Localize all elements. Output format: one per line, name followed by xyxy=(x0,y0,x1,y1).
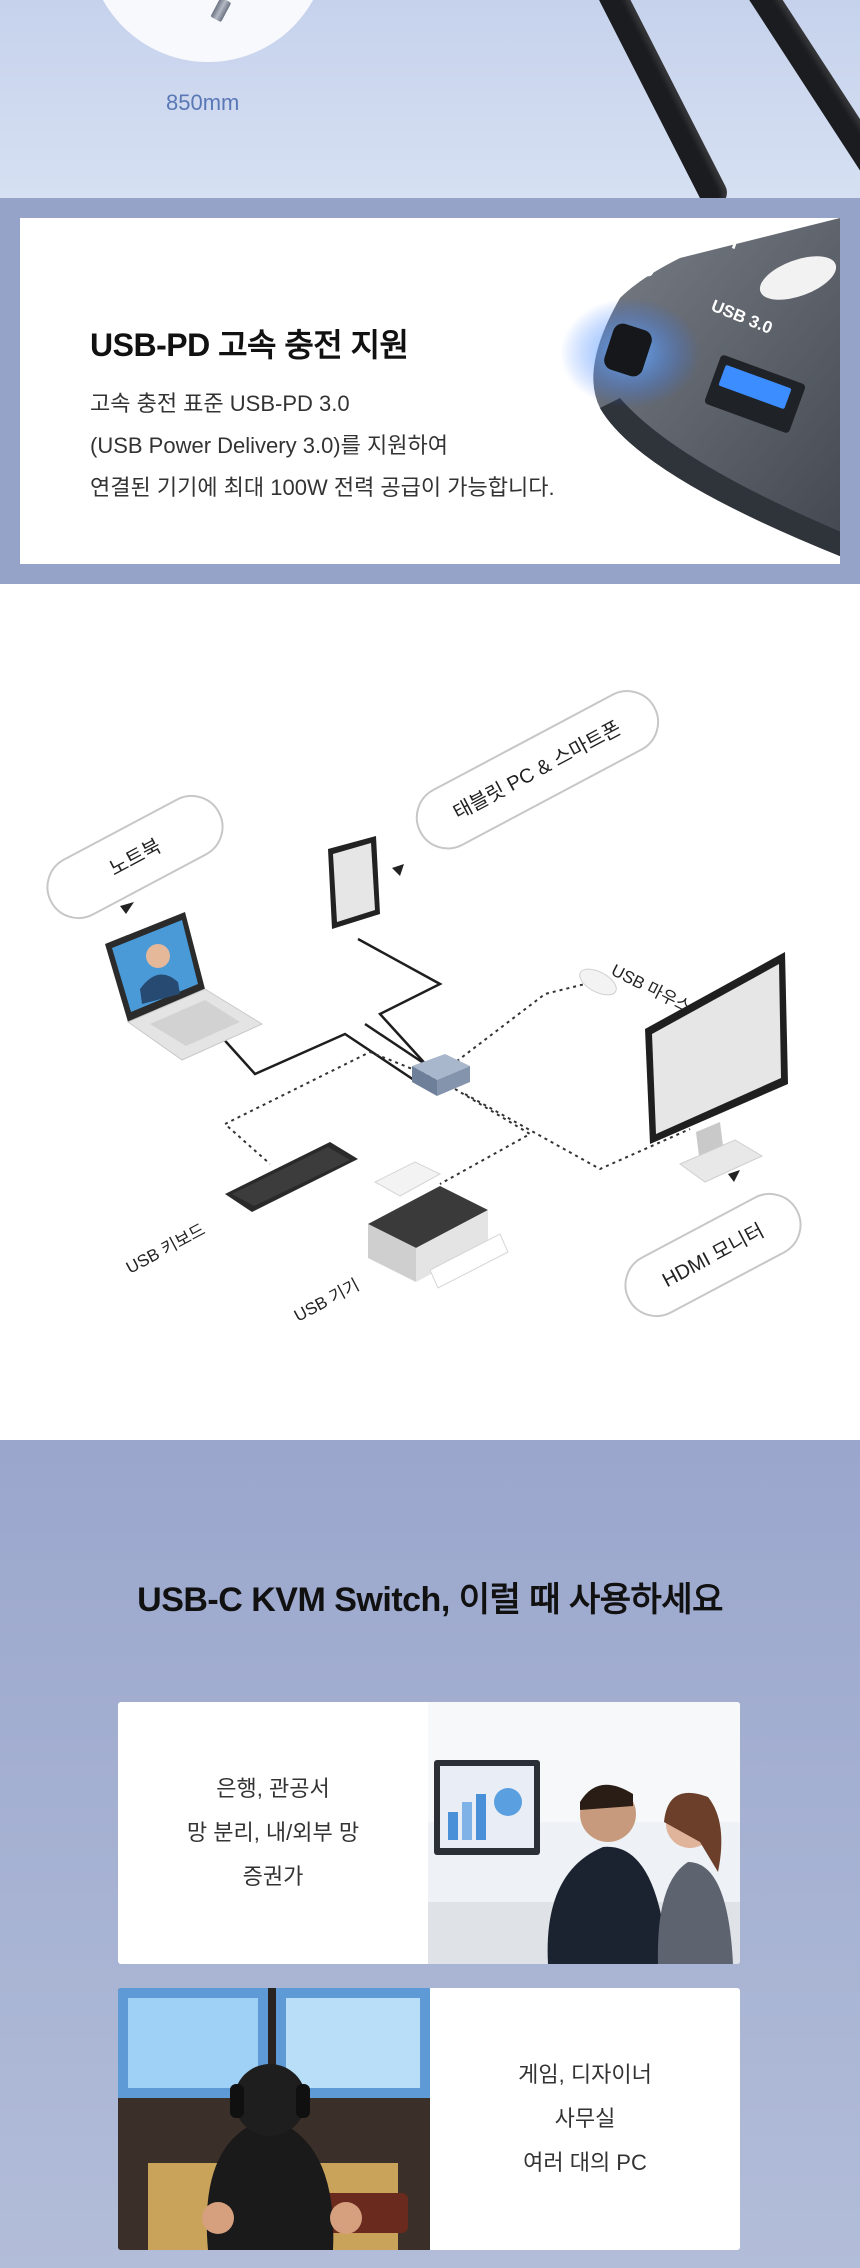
use-case-line: 망 분리, 내/외부 망 xyxy=(186,1820,360,1845)
cable-image xyxy=(702,0,860,196)
use-case-card: 게임, 디자이너 사무실 여러 대의 PC xyxy=(118,1988,740,2250)
monitor-icon xyxy=(645,952,788,1183)
mouse-icon xyxy=(579,968,617,996)
use-case-text: 은행, 관공서 망 분리, 내/외부 망 증권가 xyxy=(118,1702,428,1964)
usb-device-label: USB 기기 xyxy=(291,1275,363,1325)
cable-length-label: 850mm xyxy=(166,90,240,115)
mouse-label: USB 마우스 xyxy=(608,961,694,1017)
use-case-line: 은행, 관공서 xyxy=(216,1776,330,1801)
kvm-device-image: PD USB 3.0 I / USB 3.0 xyxy=(560,218,840,557)
keyboard-label: USB 키보드 xyxy=(123,1220,208,1277)
brand-logo-badge xyxy=(759,256,837,300)
use-cases-title: USB-C KVM Switch, 이럴 때 사용하세요 xyxy=(137,1581,723,1619)
use-case-line: 게임, 디자이너 xyxy=(518,2062,652,2087)
solid-cables xyxy=(209,937,443,1086)
use-case-card: 은행, 관공서 망 분리, 내/외부 망 증권가 xyxy=(118,1702,740,1964)
notebook-label-bubble: 노트북 xyxy=(46,794,224,920)
printer-icon xyxy=(368,1161,509,1289)
use-case-line: 여러 대의 PC xyxy=(523,2150,647,2175)
usb-pd-description-line: (USB Power Delivery 3.0)를 지원하여 xyxy=(90,433,448,458)
usb-pd-description-line: 연결된 기기에 최대 100W 전력 공급이 가능합니다. xyxy=(90,475,555,500)
tablet-label-bubble: 태블릿 PC & 스마트폰 xyxy=(392,690,660,876)
use-cases-section: USB-C KVM Switch, 이럴 때 사용하세요 은행, 관공서 망 분… xyxy=(0,1440,860,2268)
dashed-cables xyxy=(223,983,691,1185)
laptop-icon xyxy=(105,912,264,1061)
tablet-icon xyxy=(328,836,380,929)
cable-image xyxy=(561,0,732,198)
use-case-line: 증권가 xyxy=(242,1864,304,1889)
use-case-text: 게임, 디자이너 사무실 여러 대의 PC xyxy=(430,1988,740,2250)
kvm-switch-icon xyxy=(412,1054,470,1096)
device-top-label: I / USB 3.0 xyxy=(647,218,742,252)
monitor-label-bubble: HDMI 모니터 xyxy=(624,1170,802,1318)
usb-pd-card: USB-PD 고속 충전 지원 고속 충전 표준 USB-PD 3.0 (USB… xyxy=(20,218,840,564)
keyboard-icon xyxy=(225,1142,358,1212)
connection-diagram-section: 노트북 태블릿 PC & 스마트폰 HDMI 모니터 USB 마우스 USB 키… xyxy=(0,584,860,1440)
cable-length-section: 850mm xyxy=(0,0,860,198)
gamer-photo xyxy=(118,1988,430,2250)
office-workers-photo xyxy=(428,1702,740,1964)
usb-pd-section: USB-PD 고속 충전 지원 고속 충전 표준 USB-PD 3.0 (USB… xyxy=(0,198,860,584)
connection-diagram: 노트북 태블릿 PC & 스마트폰 HDMI 모니터 USB 마우스 USB 키… xyxy=(46,690,802,1326)
use-case-line: 사무실 xyxy=(554,2106,616,2131)
usb-pd-title: USB-PD 고속 충전 지원 xyxy=(90,327,409,363)
cable-closeup-disc xyxy=(88,0,328,62)
usb-pd-description-line: 고속 충전 표준 USB-PD 3.0 xyxy=(90,391,350,416)
